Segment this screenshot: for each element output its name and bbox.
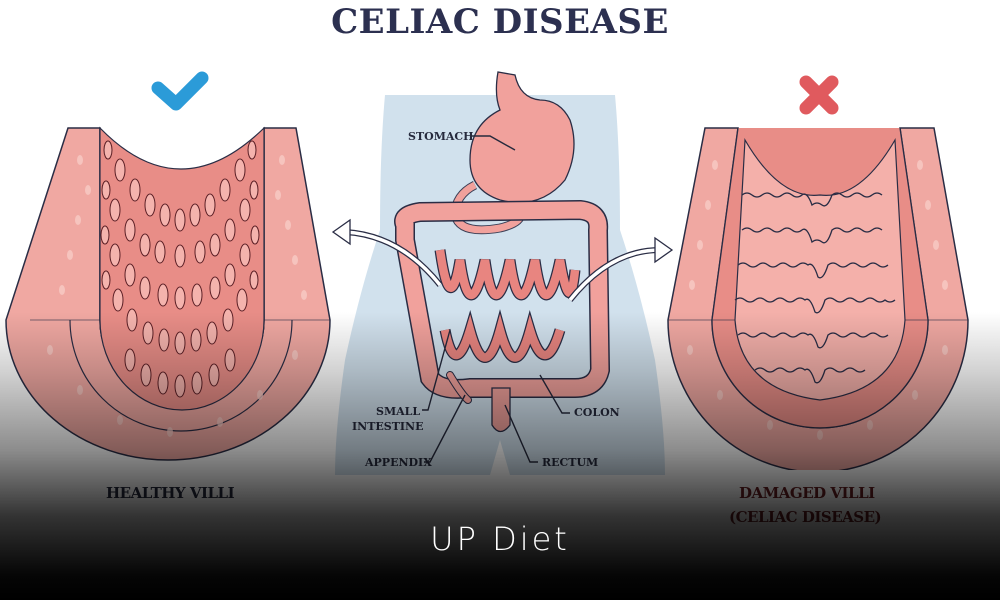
- stomach: [469, 71, 575, 204]
- label-small-intestine-line2: INTESTINE: [352, 420, 424, 433]
- label-small-intestine-line1: SMALL: [376, 405, 421, 418]
- brand-name: UP Diet: [430, 520, 570, 558]
- digestive-system-diagram: [331, 71, 674, 475]
- label-rectum: RECTUM: [542, 456, 599, 469]
- label-appendix: APPENDIX: [365, 456, 432, 469]
- cross-icon: [799, 75, 839, 115]
- label-colon: COLON: [574, 406, 620, 419]
- label-stomach: STOMACH: [408, 130, 474, 143]
- damaged-villi-diagram: [667, 75, 969, 470]
- healthy-villi-diagram: [5, 71, 331, 461]
- page-title: CELIAC DISEASE: [331, 2, 669, 42]
- caption-healthy-villi: HEALTHY VILLI: [106, 484, 235, 502]
- caption-damaged-villi-line1: DAMAGED VILLI: [739, 484, 875, 502]
- check-icon: [151, 71, 209, 111]
- brand-logo: UP Diet: [0, 520, 1000, 558]
